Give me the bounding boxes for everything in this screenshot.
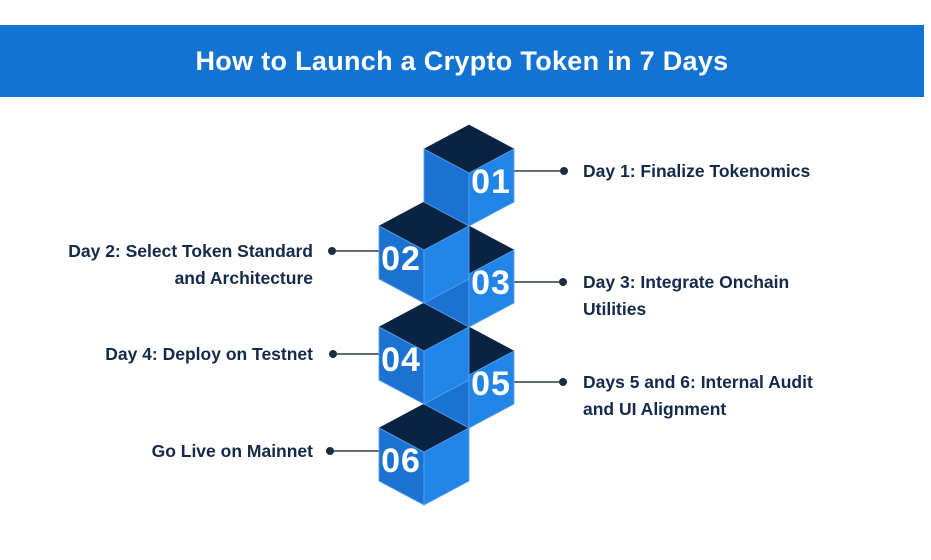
step-label-6: Go Live on Mainnet [152,438,313,465]
cube-number: 06 [381,442,421,480]
step-label-line: and UI Alignment [583,399,727,419]
cube-number: 02 [381,240,421,278]
connector-step-4 [329,350,383,358]
connector-dot [560,167,568,175]
connector-step-1 [510,167,568,175]
connector-dot [559,278,567,286]
step-label-line: Utilities [583,299,647,319]
step-label-line: Day 3: Integrate Onchain [583,272,790,292]
connector-dot [329,350,337,358]
connector-step-2 [328,247,383,255]
cube-number: 01 [471,163,511,201]
step-label-line: Days 5 and 6: Internal Audit [583,372,813,392]
cube-number: 05 [471,365,511,403]
connector-step-5 [510,378,567,386]
cube-right-face [423,326,470,405]
connector-dot [328,247,336,255]
cube-right-face [423,427,470,506]
cube-right-face [468,350,515,429]
connector-step-3 [510,278,567,286]
step-label-2: Day 2: Select Token Standard and Archite… [68,238,313,292]
cube-right-face [423,225,470,304]
cube-step-1: 01 [423,124,515,227]
cube-right-face [468,249,515,328]
title-banner: How to Launch a Crypto Token in 7 Days [0,25,924,97]
step-label-line: Day 4: Deploy on Testnet [105,344,313,364]
cube-right-face [468,148,515,227]
step-label-line: and Architecture [174,268,313,288]
connector-step-6 [326,447,383,455]
step-label-4: Day 4: Deploy on Testnet [105,341,313,368]
step-label-3: Day 3: Integrate Onchain Utilities [583,269,789,323]
page-title: How to Launch a Crypto Token in 7 Days [195,45,729,76]
cube-number: 04 [381,341,421,379]
connector-dot [326,447,334,455]
step-label-line: Day 1: Finalize Tokenomics [583,161,811,181]
step-label-line: Day 2: Select Token Standard [68,241,313,261]
step-label-5: Days 5 and 6: Internal Audit and UI Alig… [583,369,813,423]
cube-number: 03 [471,264,511,302]
connector-dot [559,378,567,386]
step-label-line: Go Live on Mainnet [151,441,313,461]
step-label-1: Day 1: Finalize Tokenomics [583,158,810,185]
